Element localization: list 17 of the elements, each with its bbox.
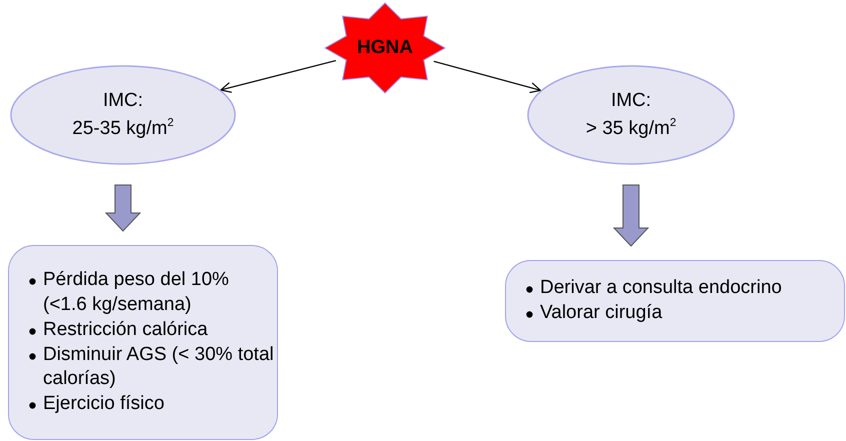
bullet-item: Valorar cirugía <box>524 301 662 326</box>
bullet-item: Pérdida peso del 10% (<1.6 kg/semana) <box>27 268 277 318</box>
node-label: IMC: <box>102 89 144 114</box>
block-arrow <box>104 184 142 232</box>
arrow <box>220 60 336 93</box>
bullet-item: Derivar a consulta endocrino <box>524 276 782 301</box>
node-label: HGNA <box>356 36 414 60</box>
node-label: 25-35 kg/m$^{2}$ <box>71 116 175 141</box>
process-box <box>505 260 845 342</box>
block-arrow <box>612 184 650 247</box>
node-label: > 35 kg/m$^{2}$ <box>584 116 678 141</box>
bullet-item: Restricción calórica <box>27 318 208 342</box>
bullet-item: Disminuir AGS (< 30% total calorías) <box>27 342 277 392</box>
node-label: IMC: <box>610 89 652 114</box>
process-box <box>8 245 278 440</box>
bullet-item: Ejercicio físico <box>27 392 164 417</box>
arrow <box>434 60 542 94</box>
